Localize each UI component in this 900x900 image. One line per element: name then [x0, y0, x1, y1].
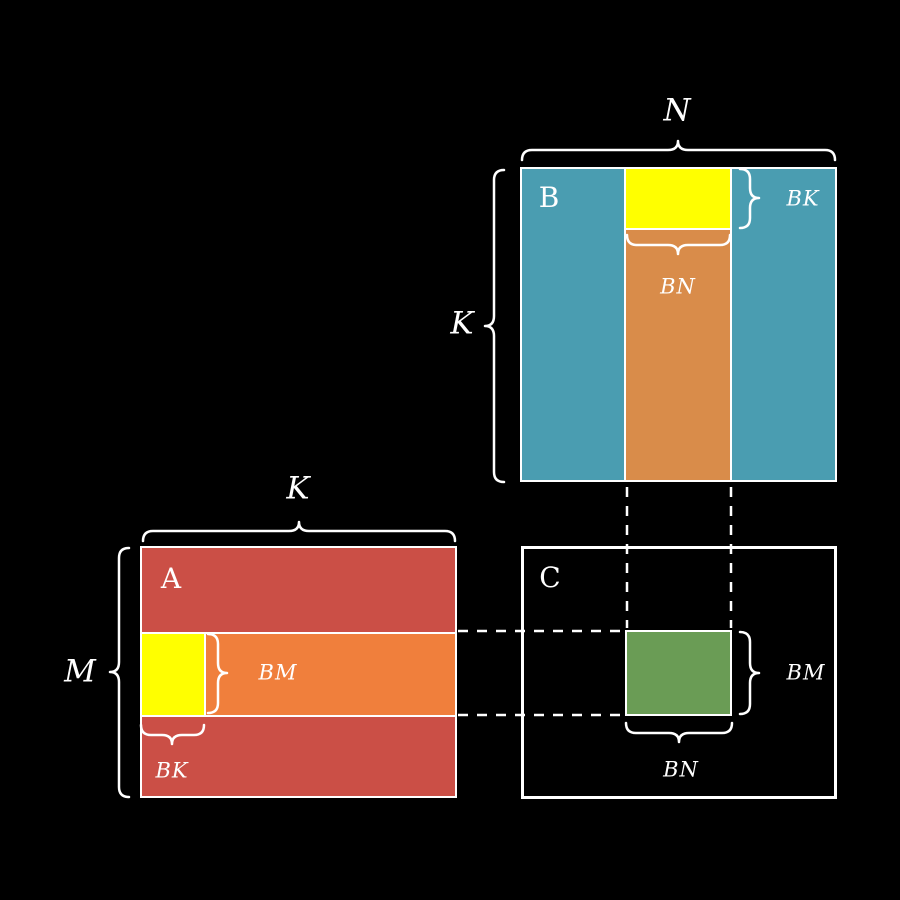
a-bk-yellow-block — [140, 632, 206, 717]
k-dim-label-a: K — [286, 470, 310, 507]
m-dim-brace — [108, 546, 131, 799]
c-output-tile-green — [625, 630, 732, 716]
bn-tile-label-c: BN — [663, 757, 699, 782]
bk-tile-label-a: BK — [155, 758, 189, 783]
bn-tile-label-b: BN — [660, 274, 696, 299]
matrix-c-label: C — [539, 561, 561, 594]
k-dim-label-b: K — [450, 305, 474, 342]
bm-tile-label-c: BM — [786, 660, 826, 685]
b-column-tile-orange — [624, 230, 732, 482]
matrix-a-label: A — [160, 562, 182, 595]
n-dim-brace — [520, 139, 837, 162]
n-dim-label: N — [663, 92, 691, 129]
bm-tile-label-a: BM — [258, 660, 298, 685]
b-bk-yellow-block — [624, 167, 732, 230]
k-dim-brace-b — [483, 168, 506, 484]
bk-tile-label-b: BK — [786, 186, 820, 211]
matrix-b-label: B — [538, 181, 560, 214]
m-dim-label: M — [64, 653, 96, 690]
k-dim-brace-a — [141, 520, 457, 543]
